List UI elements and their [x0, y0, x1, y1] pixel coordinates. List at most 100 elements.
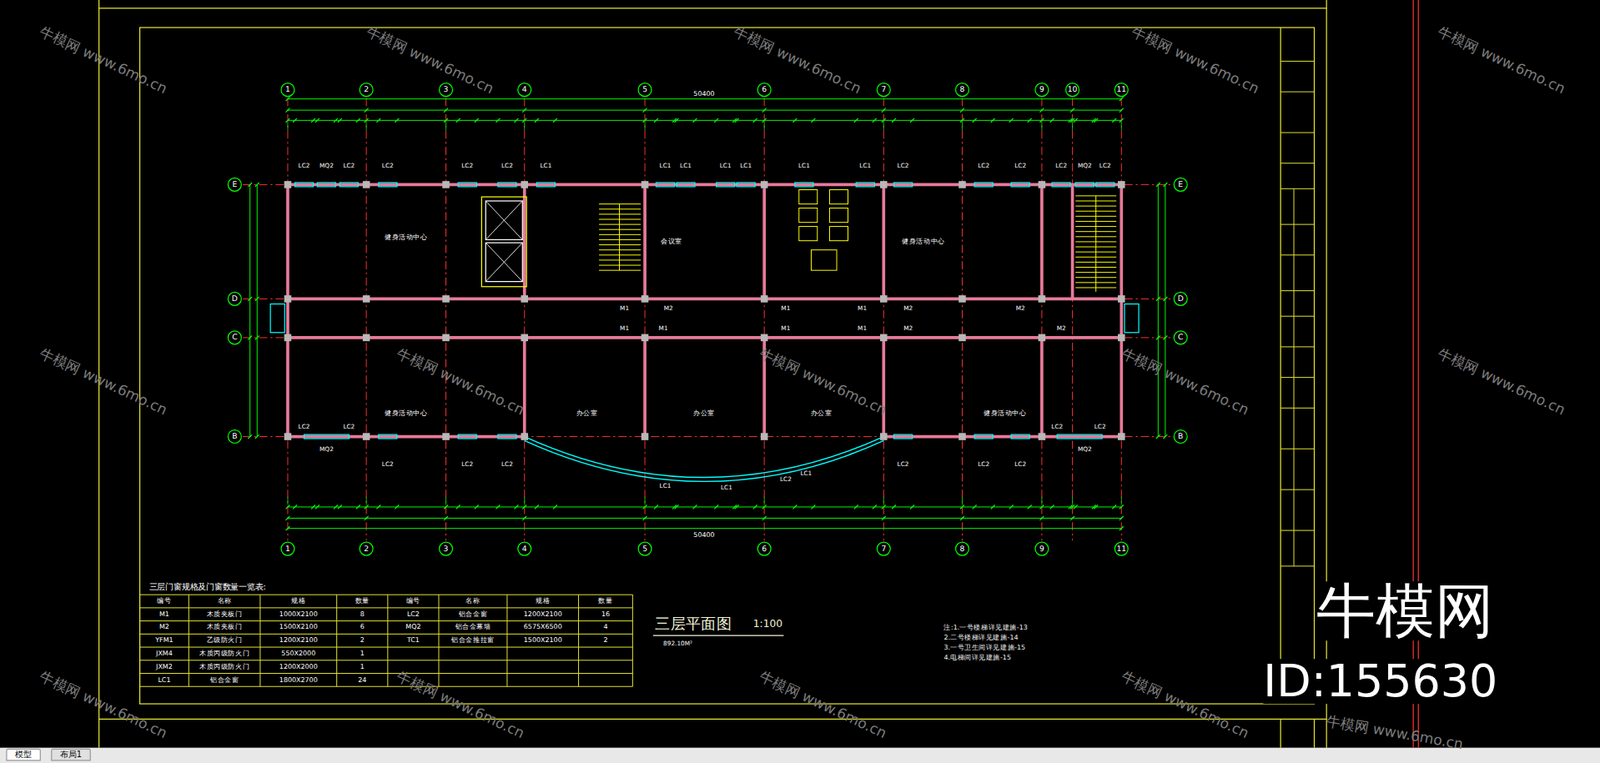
- extension-line: [1041, 122, 1042, 131]
- stair-tread: [618, 204, 620, 272]
- dimension-tick: [337, 505, 343, 510]
- elevator-car: [485, 242, 523, 282]
- table-cell: 编号: [156, 598, 172, 605]
- window-tag: LC2: [897, 161, 910, 168]
- drawing-title: 三层平面图: [654, 616, 732, 632]
- table-cell: LC1: [157, 676, 171, 684]
- table-cell: 数量: [598, 598, 613, 605]
- dimension-tick: [643, 516, 648, 521]
- table-cell: 1500X2100: [523, 637, 563, 645]
- dimension-tick: [1156, 182, 1161, 187]
- table-title: 三层门窗规格及门窗数量一览表:: [149, 583, 267, 593]
- grid-axis: [1071, 97, 1073, 541]
- toilet-stall: [829, 190, 848, 205]
- dimension-tick: [1073, 118, 1078, 123]
- table-cell: 8: [360, 611, 365, 619]
- dimension-tick: [762, 108, 767, 113]
- stair-tread: [598, 239, 641, 241]
- dimension-tick: [734, 505, 740, 510]
- window-tag: LC2: [298, 161, 311, 168]
- extension-line: [883, 497, 885, 506]
- axis-number: E: [1177, 181, 1183, 189]
- drawing-note: 4.电梯间详见建施-15: [943, 654, 1012, 662]
- dimension-tick: [810, 505, 816, 510]
- window-tag: LC2: [897, 461, 910, 468]
- extension-line: [286, 497, 288, 506]
- window-tag: LC2: [461, 461, 473, 468]
- dimension-tick: [891, 505, 896, 510]
- grid-axis: [242, 298, 1173, 300]
- dimension-tick: [456, 505, 461, 510]
- window-tag: LC2: [382, 161, 394, 168]
- dimension-tick: [1119, 526, 1124, 531]
- dimension-tick: [1050, 118, 1055, 123]
- extension-line: [1071, 122, 1073, 131]
- dimension-tick: [474, 505, 479, 510]
- dimension-tick: [1162, 335, 1168, 340]
- dimension-tick: [1039, 108, 1044, 113]
- dimension-line: [287, 110, 1122, 111]
- table-cell: 2: [360, 637, 365, 645]
- table-cell: M1: [159, 611, 170, 619]
- window-tag: MQ2: [319, 161, 334, 168]
- column: [760, 334, 769, 343]
- window-tag: LC2: [501, 161, 514, 168]
- dimension-tick: [285, 108, 290, 113]
- title-block-line: [1280, 565, 1314, 567]
- window-symbol: [1011, 182, 1030, 187]
- window-tag: LC1: [800, 470, 812, 477]
- toilet-stall: [799, 226, 818, 242]
- table-line: [578, 594, 579, 687]
- column: [1038, 181, 1047, 189]
- window-symbol: [676, 182, 695, 187]
- dimension-tick: [991, 505, 996, 510]
- window-tag: LC1: [720, 484, 733, 491]
- column: [284, 432, 292, 441]
- window-tag: LC1: [539, 161, 552, 168]
- window-tag: MQ2: [1077, 446, 1092, 453]
- axis-number: 7: [880, 545, 886, 554]
- dimension-line: [249, 184, 251, 437]
- room-name: 办公室: [693, 409, 715, 417]
- axis-bubble: E: [227, 177, 242, 192]
- axis-number: 6: [761, 545, 767, 554]
- wall: [287, 435, 525, 439]
- tab-label: 模型: [15, 750, 32, 760]
- dimension-tick: [553, 505, 558, 510]
- dimension-tick: [534, 118, 539, 123]
- table-cell: 乙级防火门: [206, 637, 243, 645]
- wall: [1040, 337, 1044, 438]
- window-tag: LC2: [1094, 423, 1107, 430]
- title-block-line: [1280, 91, 1314, 93]
- table-cell: 6575X6500: [523, 624, 563, 632]
- grid-axis: [286, 97, 288, 541]
- axis-number: D: [231, 295, 238, 303]
- column: [958, 181, 967, 189]
- table-line: [387, 594, 388, 687]
- dimension-tick: [872, 118, 877, 123]
- dimension-tick: [285, 118, 290, 123]
- dimension-tick: [753, 505, 758, 510]
- extension-line: [644, 122, 646, 131]
- extension-line: [366, 122, 368, 131]
- drawing-scale: 1:100: [753, 619, 783, 630]
- column: [442, 334, 450, 343]
- axis-bubble: E: [1173, 177, 1188, 192]
- stair-tread: [598, 265, 641, 267]
- drawing-note: 注:1.一号楼梯详见建施-13: [943, 624, 1027, 632]
- dimension-tick: [1093, 505, 1098, 510]
- extension-line: [523, 497, 525, 506]
- toilet-stall: [799, 208, 818, 223]
- axis-number: 3: [443, 85, 449, 94]
- axis-bubble: 1: [280, 82, 295, 97]
- axis-number: 6: [761, 85, 767, 94]
- dimension-line: [256, 184, 258, 437]
- axis-number: 4: [522, 85, 528, 94]
- table-cell: 550X2000: [281, 650, 316, 658]
- window-tag: LC2: [779, 476, 792, 483]
- column: [1038, 334, 1047, 343]
- table-line: [506, 594, 508, 687]
- room-name: 健身活动中心: [901, 238, 945, 246]
- wall: [1040, 184, 1044, 299]
- wall: [883, 435, 1122, 439]
